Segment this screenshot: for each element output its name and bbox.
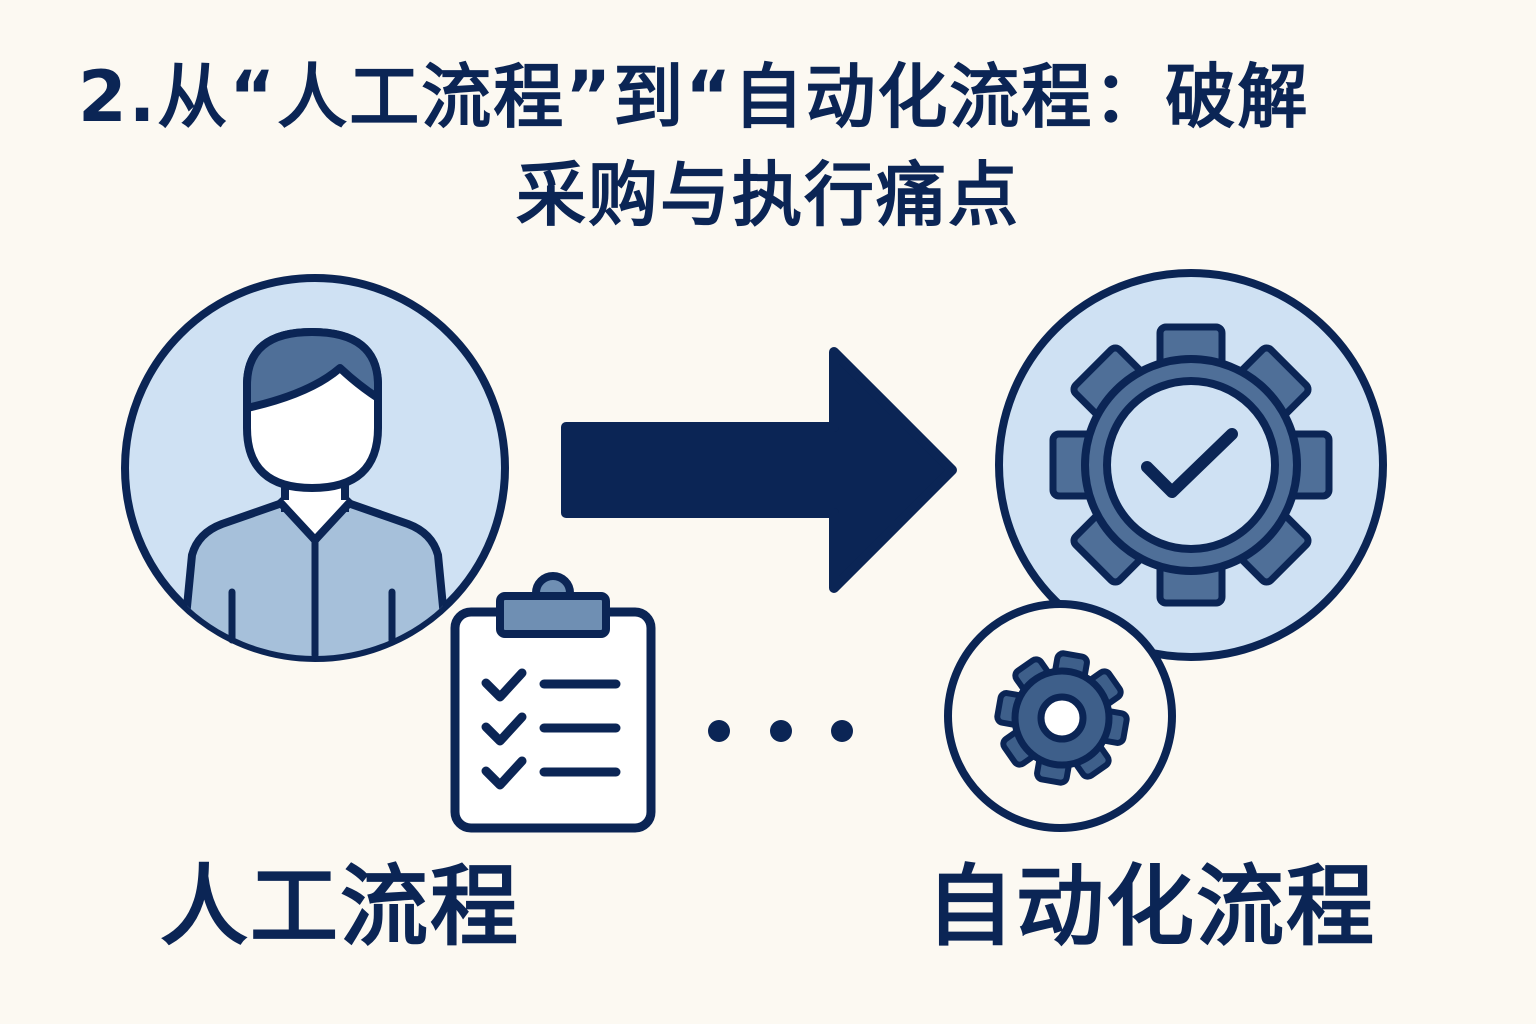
label-manual-process: 人工流程 [160,855,521,958]
ellipsis-dots-icon [708,720,853,742]
clipboard-clip [496,592,610,638]
check-mark-1 [481,668,527,702]
arrow-right-icon [561,347,957,593]
dot-1 [708,720,730,742]
dot-3 [831,720,853,742]
person-hair [243,328,382,412]
page-title-line-2: 采购与执行痛点 [516,154,1020,236]
clipboard-board [450,607,656,833]
small-gear-hub [1037,693,1087,743]
gear-icon [944,600,1176,832]
gear-hub [1103,377,1279,553]
dot-2 [770,720,792,742]
clipboard-checklist-icon [450,572,656,833]
label-automated-process: 自动化流程 [926,855,1377,958]
person-icon [121,274,509,662]
check-icon [1141,428,1238,498]
check-mark-2 [481,712,527,746]
gear-check-icon [995,269,1387,661]
check-mark-3 [481,756,527,790]
page-title-line-1: 2.从“人工流程”到“自动化流程：破解 [78,56,1310,138]
